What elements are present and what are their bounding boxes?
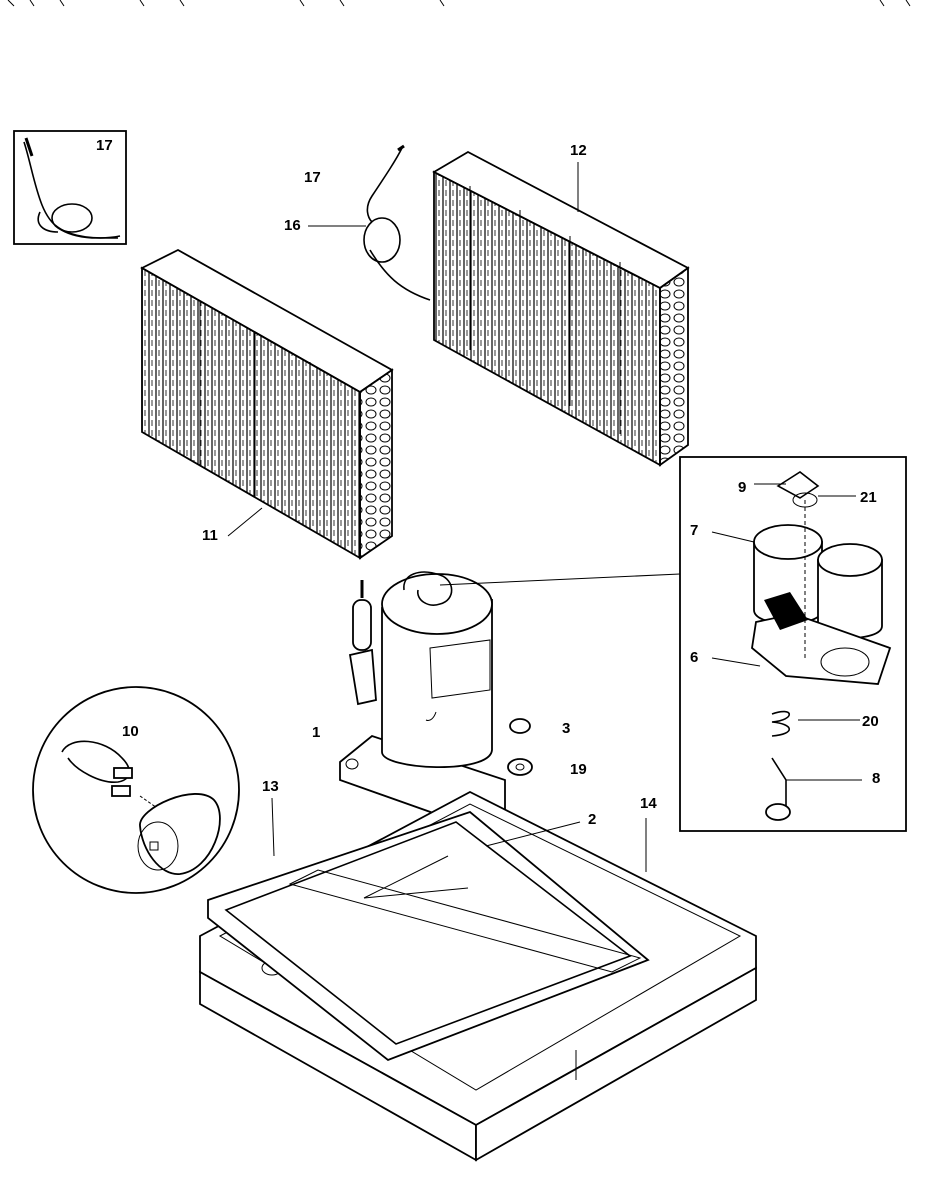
capillary-tube <box>316 144 431 301</box>
callout-7: 7 <box>690 522 698 539</box>
callout-2: 2 <box>588 811 596 828</box>
capillary-tube-inset <box>13 130 127 245</box>
callout-17-tube: 17 <box>304 169 321 186</box>
callout-10: 10 <box>122 723 139 740</box>
callout-20: 20 <box>862 713 879 730</box>
top-edge-marks <box>7 0 911 7</box>
callout-16: 16 <box>284 217 301 234</box>
coil-condenser <box>140 248 394 560</box>
callout-9: 9 <box>738 479 746 496</box>
callout-19: 19 <box>570 761 587 778</box>
callout-8: 8 <box>872 770 880 787</box>
callout-13: 13 <box>262 778 279 795</box>
callout-21: 21 <box>860 489 877 506</box>
solenoid-inset <box>32 686 240 894</box>
callout-12: 12 <box>570 142 587 159</box>
leader-lines <box>271 225 862 872</box>
capacitor-inset <box>679 456 907 832</box>
callout-3: 3 <box>562 720 570 737</box>
compressor <box>339 571 681 827</box>
callout-17-inset: 17 <box>96 137 113 154</box>
callout-labels: 17 17 16 12 11 9 21 7 6 20 8 10 1 3 19 1… <box>96 137 880 828</box>
callout-11: 11 <box>202 527 218 544</box>
callout-6: 6 <box>690 649 698 666</box>
callout-14: 14 <box>640 795 657 812</box>
callout-1: 1 <box>312 724 320 741</box>
coil-evaporator <box>432 150 690 467</box>
drain-pan <box>207 810 650 1062</box>
